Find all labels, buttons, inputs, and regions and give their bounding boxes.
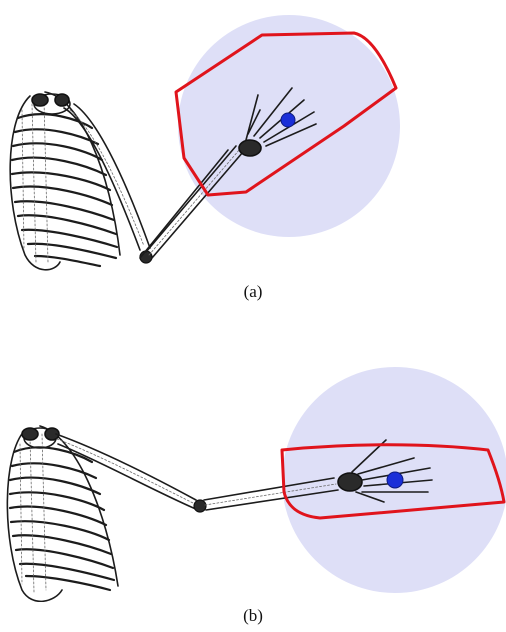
figure-panel-a: (a) — [0, 0, 506, 310]
elbow-joint — [194, 500, 206, 512]
target-point — [281, 113, 295, 127]
upper-arm — [64, 104, 150, 250]
panel-a-drawing — [0, 0, 506, 280]
panel-label-a: (a) — [0, 282, 506, 302]
rib-cage — [10, 92, 120, 270]
figure-panel-b: (b) — [0, 340, 506, 610]
shoulder-joint — [32, 94, 70, 114]
shoulder-joint — [22, 428, 59, 448]
ribs — [10, 447, 114, 590]
panel-label-b: (b) — [0, 606, 506, 626]
target-point — [387, 472, 403, 488]
panel-b-drawing — [0, 340, 506, 602]
